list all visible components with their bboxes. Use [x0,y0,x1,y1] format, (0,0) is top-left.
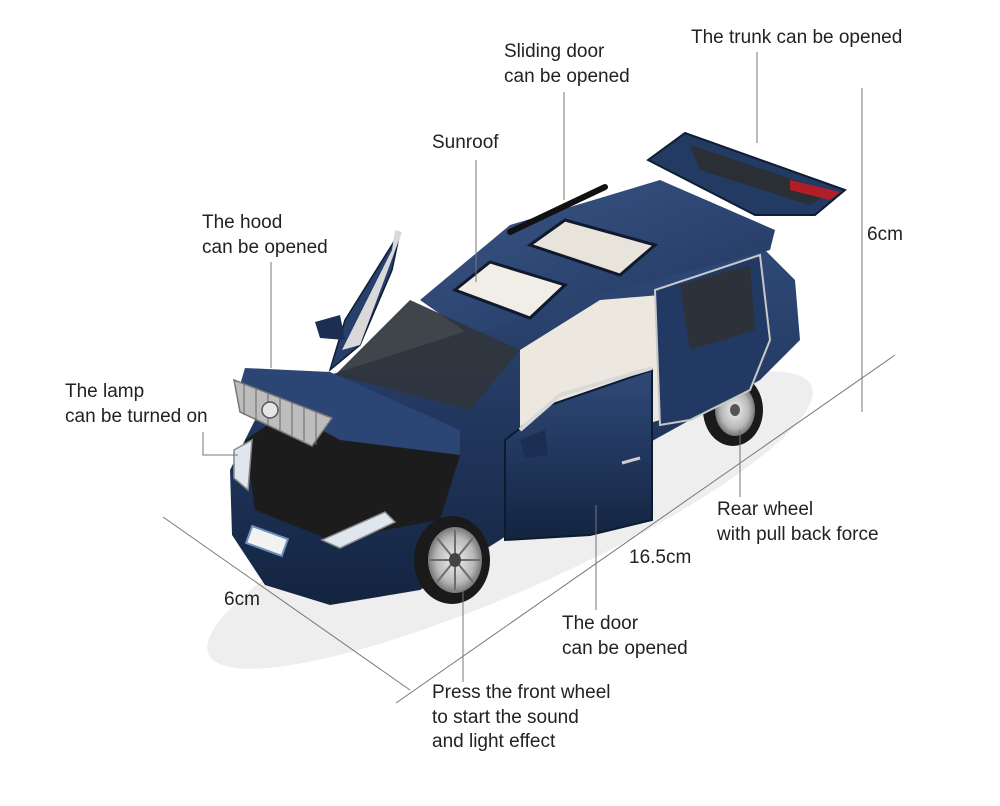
front-wheel-label-line2: to start the sound [432,706,579,728]
hood-label: The hood can be opened [202,211,328,260]
trunk-label: The trunk can be opened [691,27,903,48]
door-label-line1: The door [562,613,639,634]
hood-label-line2: can be opened [202,236,328,258]
headlight-left [233,438,253,492]
hood-panel [240,368,460,455]
rear-wheel-label-line1: Rear wheel [717,499,814,520]
lamp-label: The lamp can be turned on [65,380,208,429]
sunroof-label: Sunroof [432,132,499,153]
sliding-door-label: Sliding door can be opened [504,40,630,89]
front-door-window-frame [518,366,653,432]
rear-wheel-label: Rear wheel with pull back force [717,498,879,547]
callout-lines [162,52,896,704]
lamp-label-line2: can be turned on [65,405,208,427]
grille [233,378,334,447]
headlight [320,511,397,549]
door-mirror [520,430,548,458]
hood-inner [342,230,402,350]
front-wheel-label-line1: Press the front wheel [432,682,611,703]
roof-rail [507,184,608,235]
brand-emblem [261,401,279,419]
license-plate [244,524,290,558]
door-handle [621,456,641,465]
windshield [335,300,520,410]
sliding-door-window [680,265,755,350]
door-label: The door can be opened [562,612,688,661]
sunroof-front [451,260,568,320]
hood-label-line1: The hood [202,212,283,233]
length-dimension: 16.5cm [629,547,692,568]
front-wheel-label-line3: and light effect [432,731,556,752]
front-wheel-label: Press the front wheel to start the sound… [432,681,610,755]
front-wheel [414,516,490,604]
sliding-door-label-line1: Sliding door [504,41,605,62]
side-mirror [315,315,345,340]
sliding-door-label-line2: can be opened [504,65,630,87]
tail-light [790,180,840,200]
lamp-label-line1: The lamp [65,381,145,402]
rear-wheel-label-line2: with pull back force [717,523,879,545]
door-label-line2: can be opened [562,637,688,659]
sunroof-rear [526,218,659,277]
width-dimension: 6cm [224,589,260,610]
height-dimension: 6cm [867,224,903,245]
